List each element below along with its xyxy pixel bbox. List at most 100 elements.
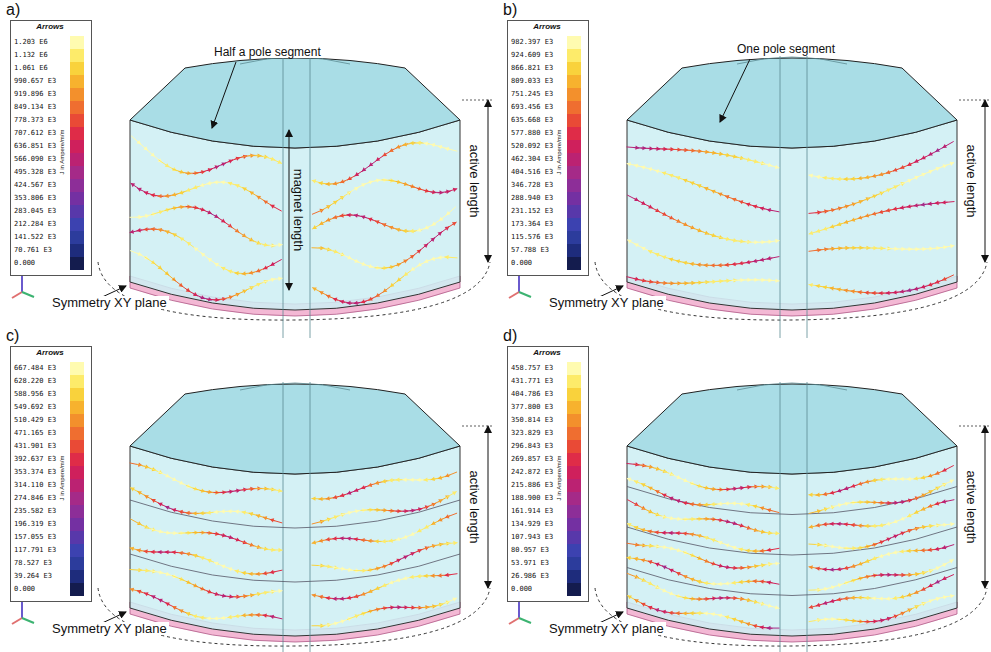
current-arrowhead bbox=[186, 511, 190, 515]
current-arrowhead bbox=[355, 172, 360, 176]
current-arrowhead bbox=[865, 213, 869, 217]
current-arrowhead bbox=[851, 596, 855, 600]
current-arrowhead bbox=[676, 499, 680, 503]
current-arrowhead bbox=[753, 504, 757, 508]
current-arrowhead bbox=[823, 601, 827, 605]
current-arrowhead bbox=[760, 625, 764, 629]
current-arrowhead bbox=[172, 550, 176, 554]
current-arrowhead bbox=[718, 541, 723, 545]
current-arrowhead bbox=[886, 521, 890, 525]
current-arrowhead bbox=[746, 202, 750, 206]
current-arrowhead bbox=[718, 613, 722, 617]
current-arrowhead bbox=[676, 531, 680, 535]
current-arrow bbox=[446, 207, 456, 216]
current-arrowhead bbox=[354, 301, 358, 305]
current-arrowhead bbox=[739, 200, 743, 204]
current-arrowhead bbox=[872, 211, 876, 215]
current-arrowhead bbox=[711, 190, 716, 194]
current-arrowhead bbox=[319, 221, 324, 225]
current-arrowhead bbox=[200, 183, 204, 187]
current-arrowhead bbox=[775, 165, 779, 169]
current-arrowhead bbox=[921, 507, 926, 511]
current-arrowhead bbox=[270, 518, 274, 522]
current-arrowhead bbox=[844, 288, 848, 292]
current-arrowhead bbox=[921, 285, 925, 289]
core-edge bbox=[283, 382, 310, 652]
current-arrowhead bbox=[397, 277, 402, 281]
current-arrowhead bbox=[942, 144, 947, 148]
current-arrowhead bbox=[746, 579, 750, 583]
current-arrowhead bbox=[207, 616, 211, 620]
current-arrowhead bbox=[263, 200, 268, 204]
current-arrowhead bbox=[858, 290, 862, 294]
current-arrowhead bbox=[137, 188, 142, 192]
current-arrowhead bbox=[453, 541, 457, 545]
axis-y bbox=[519, 292, 531, 297]
current-arrowhead bbox=[704, 536, 708, 540]
current-arrowhead bbox=[886, 552, 890, 556]
axis-z bbox=[518, 276, 520, 292]
current-arrowhead bbox=[844, 220, 848, 224]
current-arrowhead bbox=[130, 488, 135, 492]
core-edge bbox=[780, 56, 807, 338]
current-arrowhead bbox=[655, 530, 659, 534]
current-arrowhead bbox=[893, 550, 897, 554]
current-arrowhead bbox=[417, 574, 421, 578]
current-arrow bbox=[445, 491, 456, 498]
top-face bbox=[627, 58, 957, 148]
current-arrowhead bbox=[746, 260, 750, 264]
current-arrowhead bbox=[235, 184, 240, 188]
current-arrowhead bbox=[900, 477, 904, 481]
current-arrowhead bbox=[900, 289, 904, 293]
current-arrowhead bbox=[403, 229, 407, 233]
current-arrowhead bbox=[186, 188, 191, 192]
current-arrowhead bbox=[711, 582, 715, 586]
current-arrowhead bbox=[858, 523, 862, 527]
current-arrowhead bbox=[390, 283, 395, 287]
current-arrowhead bbox=[144, 592, 149, 596]
current-arrowhead bbox=[669, 497, 674, 501]
current-arrowhead bbox=[879, 291, 883, 295]
current-arrowhead bbox=[137, 228, 141, 232]
current-arrowhead bbox=[137, 590, 141, 594]
current-arrowhead bbox=[760, 549, 764, 553]
current-arrowhead bbox=[921, 202, 925, 206]
current-arrowhead bbox=[263, 614, 267, 618]
current-arrowhead bbox=[746, 622, 750, 626]
current-arrowhead bbox=[928, 202, 932, 206]
current-arrowhead bbox=[928, 473, 933, 477]
current-arrowhead bbox=[662, 565, 667, 569]
current-arrowhead bbox=[809, 283, 813, 287]
current-arrowhead bbox=[655, 608, 659, 612]
current-arrowhead bbox=[697, 580, 701, 584]
current-arrowhead bbox=[725, 615, 729, 619]
current-arrowhead bbox=[648, 560, 652, 564]
current-arrowhead bbox=[242, 271, 246, 275]
current-arrowhead bbox=[655, 490, 660, 494]
current-arrowhead bbox=[193, 511, 197, 515]
current-arrowhead bbox=[242, 613, 246, 617]
current-arrowhead bbox=[214, 510, 218, 514]
current-arrowhead bbox=[914, 203, 918, 207]
current-arrowhead bbox=[775, 531, 779, 535]
current-arrowhead bbox=[697, 263, 701, 267]
current-arrowhead bbox=[257, 196, 262, 200]
current-arrowhead bbox=[830, 286, 834, 290]
current-arrowhead bbox=[662, 171, 666, 175]
current-arrowhead bbox=[697, 611, 701, 615]
current-arrowhead bbox=[816, 229, 820, 233]
core-edge bbox=[780, 382, 807, 652]
current-arrowhead bbox=[403, 478, 407, 482]
segment-boundary bbox=[130, 500, 460, 528]
current-arrowhead bbox=[376, 157, 381, 161]
current-arrowhead bbox=[809, 525, 813, 529]
current-arrowhead bbox=[641, 528, 645, 532]
current-arrowhead bbox=[823, 567, 827, 571]
current-arrowhead bbox=[376, 293, 381, 297]
current-arrowhead bbox=[662, 494, 667, 498]
current-arrowhead bbox=[333, 298, 337, 302]
current-arrowhead bbox=[417, 262, 422, 266]
current-arrowhead bbox=[928, 282, 933, 286]
current-arrowhead bbox=[235, 271, 239, 275]
